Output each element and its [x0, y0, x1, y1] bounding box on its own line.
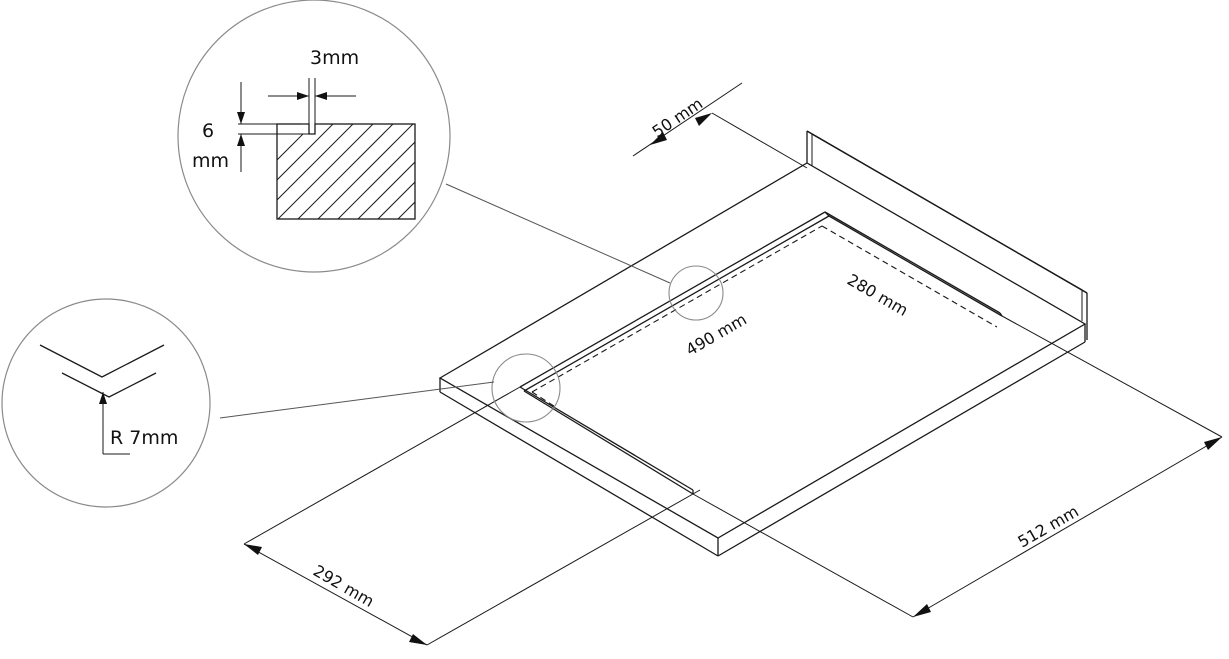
tray-top-face — [438, 162, 1087, 539]
back-upstand — [806, 130, 1088, 340]
dimension-50mm: 50 mm — [632, 82, 808, 169]
groove-leader-line — [445, 183, 671, 284]
dim-label-512mm: 512 mm — [1015, 502, 1082, 552]
corner-radius-detail: R 7mm — [1, 298, 211, 508]
groove-section-detail: 3mm 6 mm — [177, 0, 451, 273]
tray-body — [438, 130, 1088, 557]
corner-leader-line — [219, 381, 495, 419]
dimension-490mm: 490 mm — [683, 310, 750, 360]
dimension-512mm: 512 mm — [692, 315, 1223, 618]
groove-channel — [519, 211, 1003, 495]
dim-label-280mm: 280 mm — [844, 270, 911, 320]
dimension-292mm: 292 mm — [243, 386, 701, 646]
hidden-inner-edge — [531, 225, 998, 409]
corner-detail-marker — [491, 353, 561, 423]
dimension-280mm: 280 mm — [844, 270, 911, 320]
groove-width-label: 3mm — [310, 47, 359, 69]
corner-radius-label: R 7mm — [110, 427, 178, 449]
groove-depth-unit: mm — [192, 150, 229, 172]
dim-label-490mm: 490 mm — [683, 310, 750, 360]
groove-depth-value: 6 — [202, 120, 214, 142]
groove-detail-marker — [668, 265, 724, 321]
